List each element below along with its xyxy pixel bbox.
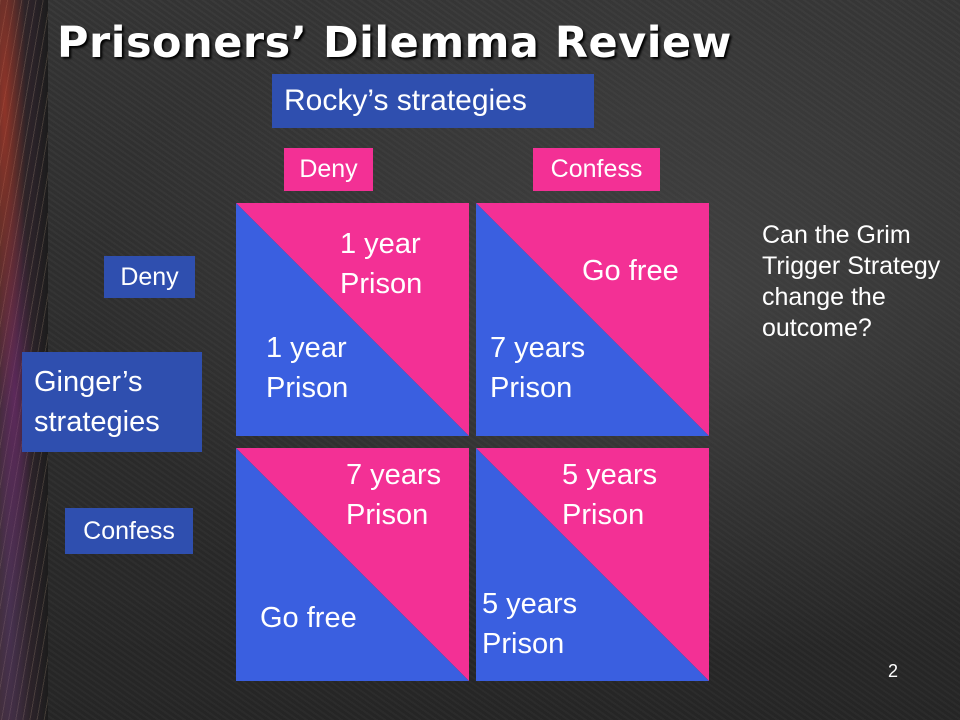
rocky-deny-header: Deny (284, 148, 373, 191)
ginger-payoff: 7 years Prison (490, 328, 585, 408)
cell-triangles (236, 203, 469, 436)
ginger-confess-header: Confess (65, 508, 193, 554)
rocky-payoff-line2: Prison (562, 499, 645, 531)
rocky-confess-header: Confess (533, 148, 660, 191)
rocky-payoff: 1 year Prison (340, 224, 422, 304)
rocky-payoff-line1: 1 year (340, 228, 421, 260)
rocky-payoff: 7 years Prison (346, 455, 441, 535)
payoff-cell-deny-deny: 1 year Prison 1 year Prison (236, 203, 469, 436)
rocky-payoff-line1: Go free (582, 255, 679, 287)
slide-title: Prisoners’ Dilemma Review (57, 18, 732, 68)
cell-triangles (476, 203, 709, 436)
rocky-payoff: 5 years Prison (562, 455, 657, 535)
page-number: 2 (888, 661, 899, 681)
ginger-payoff-line1: Go free (260, 602, 357, 634)
rocky-strategies-label: Rocky’s strategies (272, 74, 594, 128)
ginger-payoff-line1: 5 years (482, 588, 578, 620)
ginger-payoff-line1: 7 years (490, 332, 586, 364)
ginger-label-line2: strategies (34, 406, 160, 438)
grim-trigger-question: Can the Grim Trigger Strategy change the… (762, 221, 941, 342)
ginger-payoff: 5 years Prison (482, 584, 577, 664)
ginger-payoff-line2: Prison (482, 628, 565, 660)
ginger-strategies-label: Ginger’s strategies (22, 352, 202, 452)
payoff-cell-deny-confess: Go free 7 years Prison (476, 203, 709, 436)
rocky-payoff: Go free (582, 251, 679, 291)
ginger-payoff-line1: 1 year (266, 332, 347, 364)
ginger-payoff: 1 year Prison (266, 328, 348, 408)
payoff-cell-confess-confess: 5 years Prison 5 years Prison (476, 448, 709, 681)
rocky-payoff-line2: Prison (346, 499, 429, 531)
ginger-payoff: Go free (260, 598, 357, 638)
payoff-cell-confess-deny: 7 years Prison Go free (236, 448, 469, 681)
cell-triangles (476, 448, 709, 681)
cell-triangles (236, 448, 469, 681)
rocky-payoff-line1: 5 years (562, 459, 658, 491)
ginger-payoff-line2: Prison (266, 372, 349, 404)
rocky-payoff-line1: 7 years (346, 459, 442, 491)
ginger-deny-header: Deny (104, 256, 195, 298)
rocky-payoff-line2: Prison (340, 268, 423, 300)
ginger-label-line1: Ginger’s (34, 366, 143, 398)
ginger-payoff-line2: Prison (490, 372, 573, 404)
